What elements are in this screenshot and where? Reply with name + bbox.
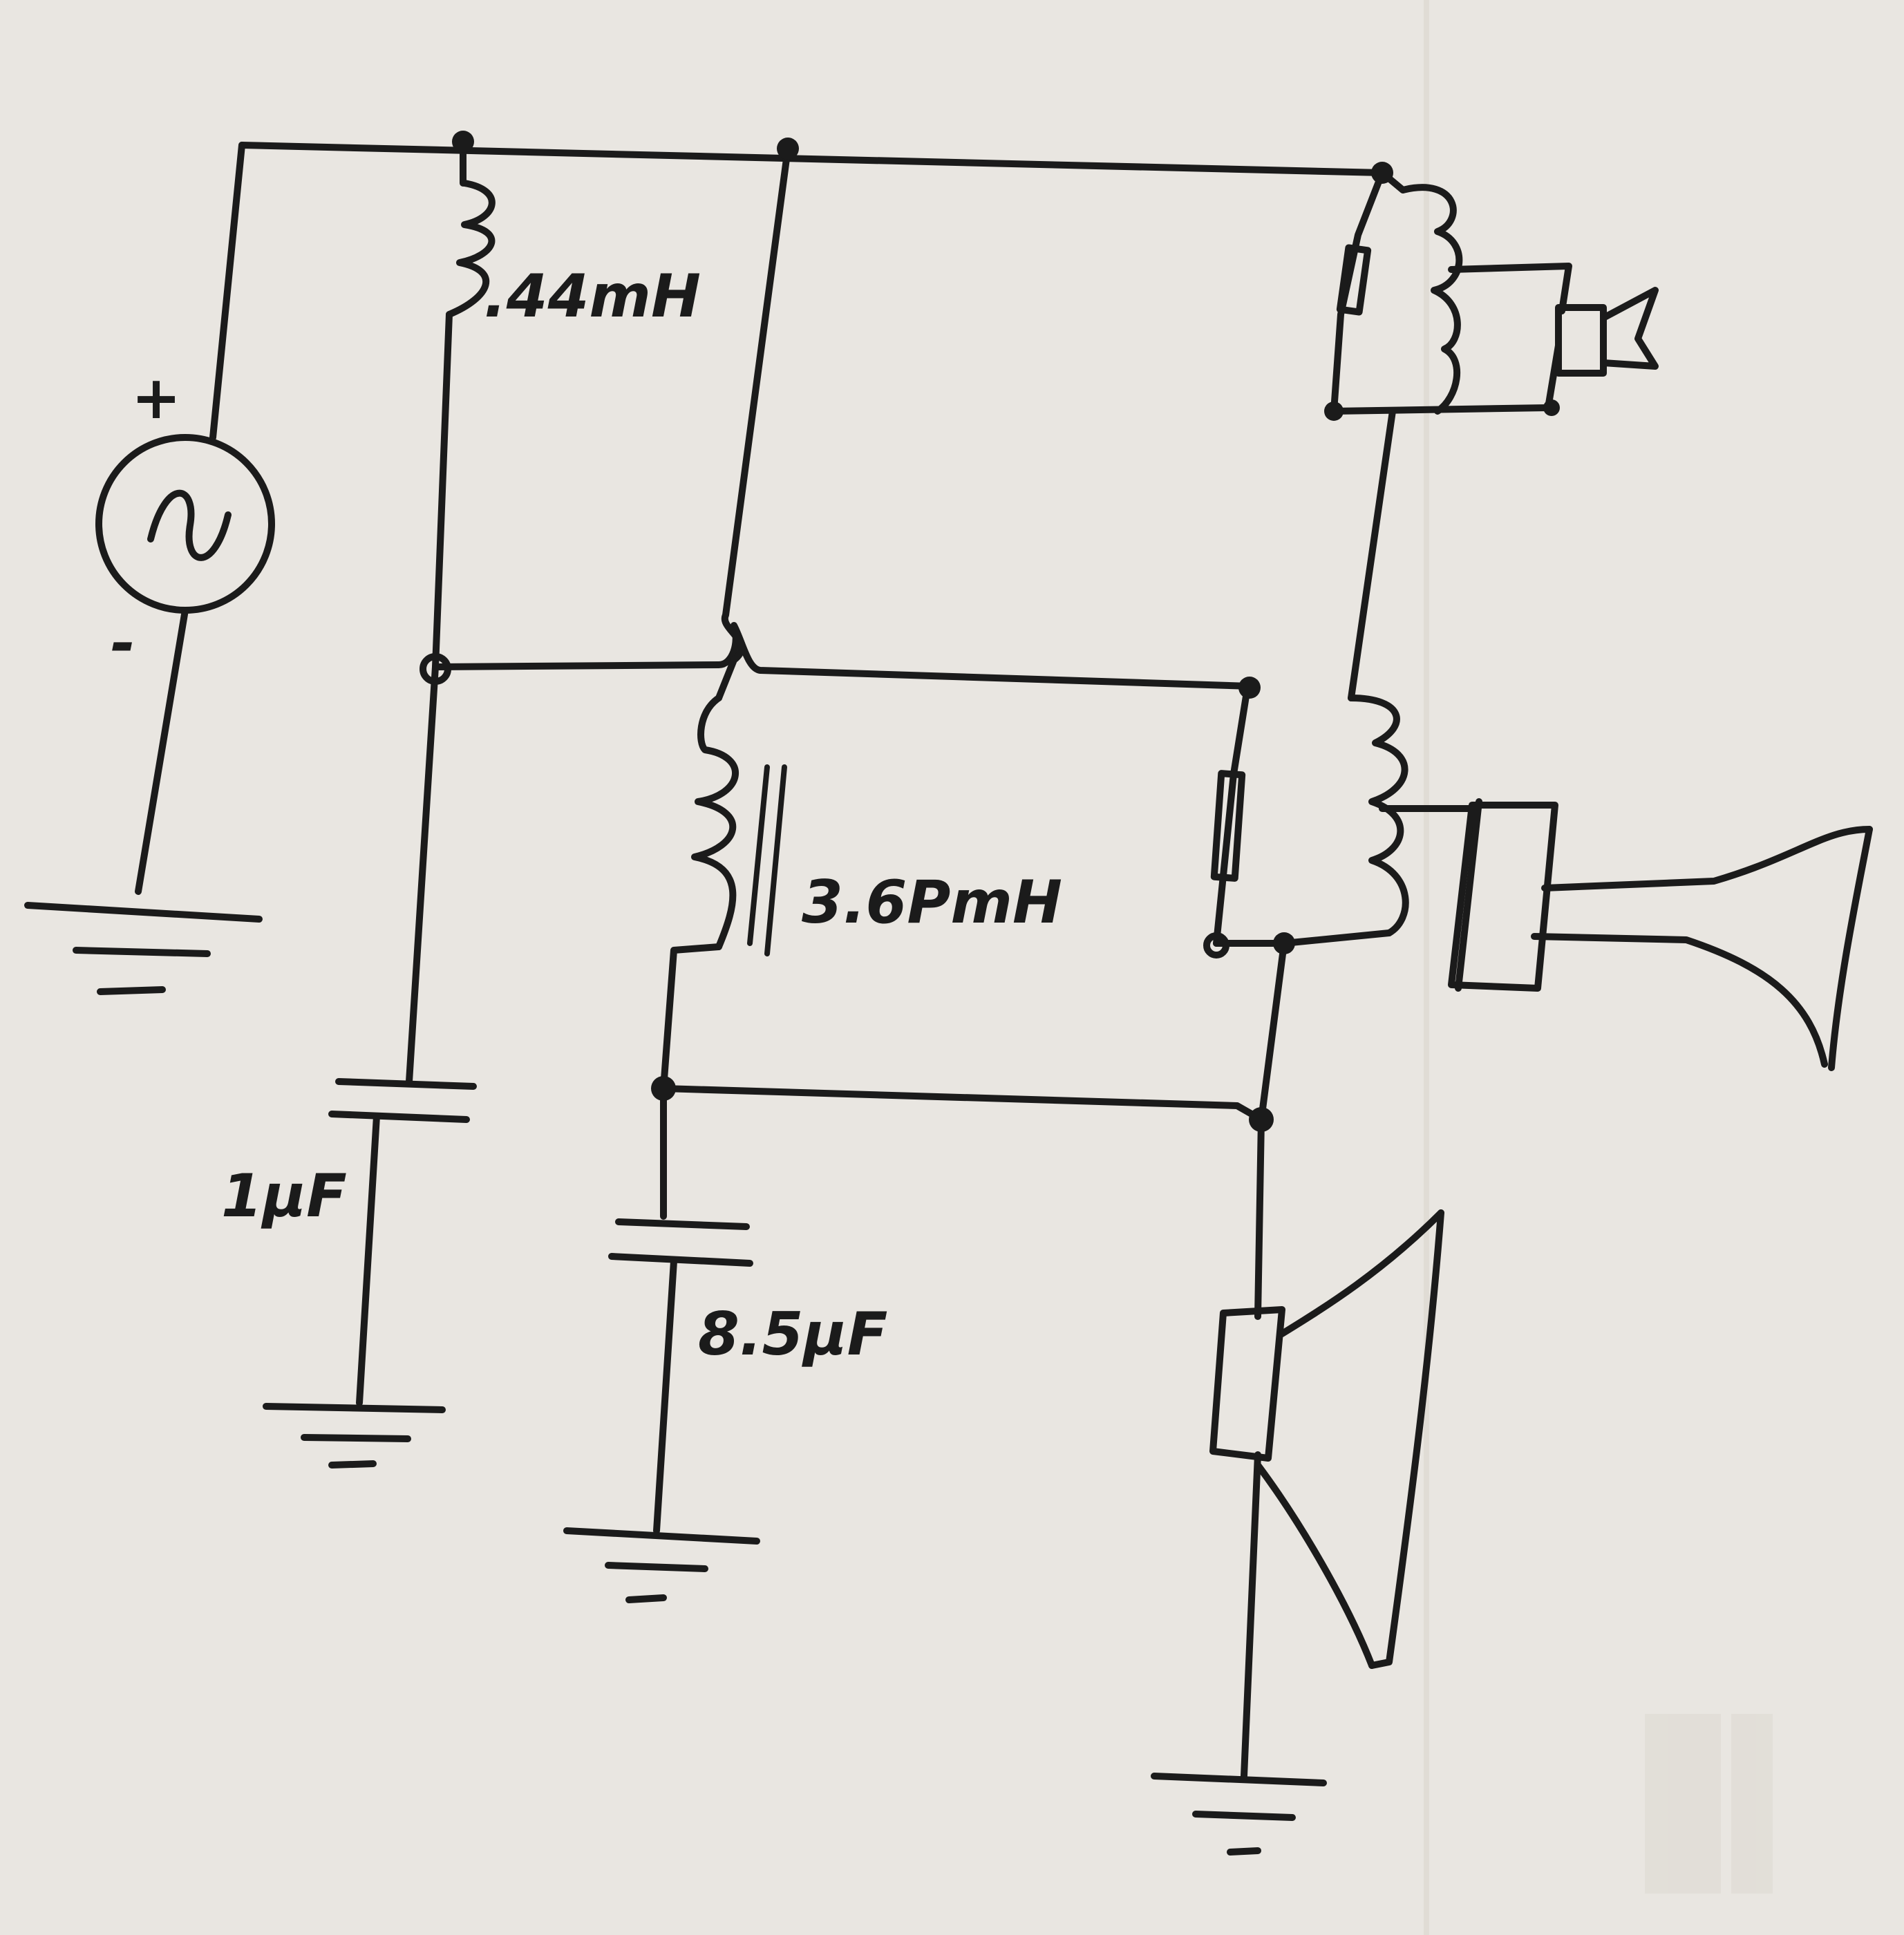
junction-tweeter-bottom	[1324, 402, 1344, 421]
tweeter-resistor	[1336, 244, 1372, 316]
wire-l2-bottom	[660, 943, 722, 1092]
ground-c1-line-2	[301, 1434, 411, 1442]
junction-top-l1	[452, 131, 474, 153]
horn-driver-body	[1448, 802, 1558, 992]
ground-woofer-line-2	[1192, 1811, 1296, 1821]
woofer-cone-bottom	[1254, 1462, 1375, 1669]
tweeter-speaker-cone	[1600, 287, 1659, 370]
wire-c1-to-ground	[356, 1113, 380, 1406]
midrange-resistor	[1210, 770, 1246, 882]
ground-c1	[263, 1403, 446, 1469]
capacitor-c2-label: 8.5µF	[698, 1300, 887, 1369]
wire-woofer-to-ground	[1241, 1451, 1261, 1780]
woofer-cone-top	[1279, 1209, 1444, 1337]
junctions	[420, 131, 1560, 1132]
wires	[135, 138, 1396, 1780]
c1-plate-bottom	[328, 1111, 470, 1123]
junction-mid-rail-end	[1238, 677, 1261, 699]
c2-plate-bottom	[608, 1253, 753, 1267]
inductor-l2-label: 3.6PmH	[802, 868, 1062, 937]
horn-speaker-icon	[1448, 798, 1873, 1071]
tweeter-speaker-icon	[1555, 287, 1659, 377]
inductor-l1-coil	[446, 180, 496, 318]
tweeter-bottom-rail	[1330, 404, 1552, 415]
inductor-l2-coil	[691, 695, 739, 950]
ground-c1-line-1	[263, 1403, 446, 1413]
midrange-network	[1210, 684, 1873, 1071]
ground-c2-line-3	[625, 1594, 667, 1603]
ground-c1-line-3	[328, 1460, 377, 1469]
horn-mouth	[1828, 826, 1873, 1071]
capacitor-c1-label: 1µF	[221, 1162, 347, 1231]
midrange-transformer-coil	[1348, 695, 1409, 936]
wire-node-to-c1	[406, 663, 439, 1085]
inductor-l2: 3.6PmH	[691, 695, 1062, 956]
source-circle	[95, 434, 275, 614]
junction-midrange-left	[1203, 932, 1229, 959]
midrange-bottom-rail	[1213, 929, 1393, 947]
background-bleed	[1424, 0, 1773, 1935]
wire-tweeter-return	[1348, 408, 1396, 701]
source-minus-label: -	[111, 609, 135, 678]
wire-source-plus	[209, 142, 245, 441]
inductor-l1: .44mH	[446, 180, 701, 331]
ground-c2-line-1	[563, 1527, 760, 1545]
junction-lower-node	[651, 1076, 676, 1101]
ground-source	[24, 902, 263, 995]
junction-tweeter-right	[1543, 399, 1560, 416]
junction-left-node	[420, 653, 451, 685]
woofer-magnet	[1209, 1306, 1285, 1462]
ground-woofer-line-1	[1151, 1773, 1327, 1786]
wire-top-to-l2	[715, 145, 791, 701]
ground-c2-line-2	[605, 1562, 708, 1572]
horn-flare-top	[1541, 826, 1873, 891]
ground-c2	[563, 1527, 760, 1603]
wire-middle-rail	[432, 622, 1254, 690]
ground-source-line-2	[73, 947, 211, 957]
wire-top-rail	[238, 142, 1386, 176]
tweeter-network	[1330, 169, 1659, 415]
wire-l1-bottom	[432, 311, 453, 670]
c1-plate-top	[335, 1078, 477, 1090]
horn-driver-inner	[1455, 798, 1482, 992]
ground-woofer-line-3	[1227, 1847, 1261, 1856]
iron-core-line-2	[764, 764, 787, 956]
junction-top-tweeter	[1371, 162, 1393, 184]
woofer-speaker-icon	[1209, 1209, 1444, 1669]
wire-lower-cross	[660, 1085, 1265, 1123]
wire-source-minus	[135, 607, 189, 895]
ground-source-line-1	[24, 902, 263, 923]
iron-core-line-1	[747, 764, 770, 946]
tweeter-speaker-body	[1555, 304, 1607, 377]
wire-c2-to-ground	[653, 1258, 677, 1534]
ground-woofer	[1151, 1773, 1327, 1856]
sine-wave-icon	[147, 489, 232, 561]
capacitor-c2: 8.5µF	[608, 1218, 887, 1369]
tweeter-resistor-wire	[1330, 169, 1386, 415]
source-plus-label: +	[131, 364, 181, 433]
tweeter-tap-wire	[1448, 263, 1572, 314]
c2-plate-top	[615, 1218, 750, 1230]
horn-flare-bottom	[1531, 933, 1828, 1068]
junction-top-mid	[777, 138, 799, 160]
capacitor-c1: 1µF	[221, 1078, 477, 1231]
tweeter-transformer-coil	[1379, 169, 1463, 415]
woofer-cone-rim	[1368, 1209, 1444, 1669]
junction-midrange-bottom	[1273, 932, 1295, 954]
junction-woofer-node	[1249, 1107, 1274, 1132]
inductor-l1-label: .44mH	[484, 262, 701, 331]
ground-source-line-3	[97, 986, 166, 995]
